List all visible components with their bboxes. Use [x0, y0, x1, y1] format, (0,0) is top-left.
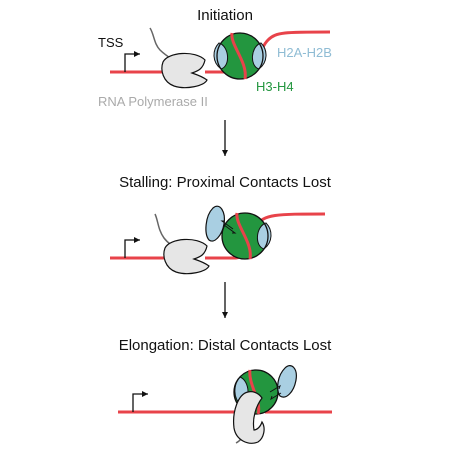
- tss-label: TSS: [98, 35, 124, 50]
- rna-polymerase-ii: [233, 391, 265, 444]
- h2a-h2b-label: H2A-H2B: [277, 45, 332, 60]
- dna-wrap: [235, 212, 252, 260]
- h3-h4-label: H3-H4: [256, 79, 294, 94]
- rna-polymerase-ii-label: RNA Polymerase II: [98, 94, 208, 109]
- stage-title-initiation: Initiation: [197, 7, 253, 24]
- stage-title-elongation: Elongation: Distal Contacts Lost: [119, 337, 332, 354]
- nucleosome: [221, 212, 272, 260]
- h2a-h2b-dimer-displaced: [277, 365, 297, 398]
- equilibrium-arrows-icon: [220, 220, 237, 234]
- nucleosome: [213, 32, 267, 80]
- stage-stalling: Stalling: Proximal Contacts Lost: [110, 174, 332, 275]
- equilibrium-arrows-icon: [269, 384, 282, 401]
- bent-arrow-icon: [124, 237, 140, 258]
- bent-arrow-icon: [124, 51, 140, 72]
- stage-title-stalling: Stalling: Proximal Contacts Lost: [119, 174, 332, 191]
- stage-initiation: Initiation TSS H2A-H2B H3-H4 RNA Polymer…: [98, 7, 332, 109]
- nucleosome: [233, 369, 279, 415]
- rna-polymerase-ii: [161, 52, 208, 89]
- dna-wrap: [230, 32, 247, 80]
- h2a-h2b-dimer-displaced: [205, 205, 225, 242]
- bent-arrow-icon: [132, 391, 148, 412]
- stage-elongation: Elongation: Distal Contacts Lost: [118, 337, 332, 444]
- rna-polymerase-ii: [163, 238, 210, 275]
